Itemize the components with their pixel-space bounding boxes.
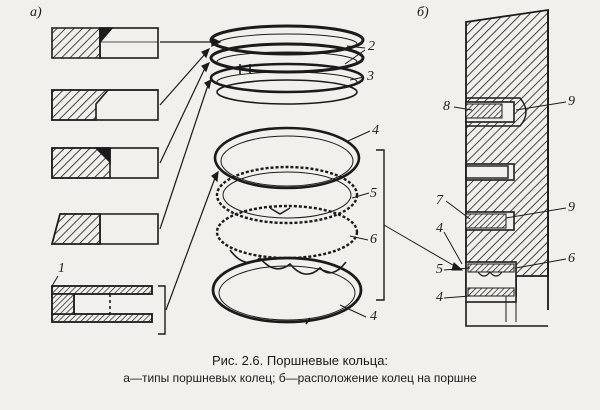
ring-type-profiles — [50, 27, 166, 335]
panel-b-label: б) — [417, 5, 429, 20]
callout-ring-type-1: 1 — [58, 261, 65, 276]
callout-piston-9-mid: 9 — [568, 200, 575, 215]
callout-ring-4-top: 4 — [372, 123, 379, 138]
ring-profile-stepped — [51, 147, 159, 179]
callout-ring-4-bottom: 4 — [370, 309, 377, 324]
ring-profile-keystone — [50, 213, 159, 245]
piston-section — [465, 8, 549, 327]
callout-piston-9-top: 9 — [568, 94, 575, 109]
figure-caption-legend: а—типы поршневых колец; б—расположение к… — [123, 371, 477, 385]
callout-ring-2: 2 — [368, 39, 375, 54]
callout-ring-3: 3 — [367, 69, 374, 84]
ring-leaders — [339, 45, 464, 318]
callout-piston-6: 6 — [568, 251, 575, 266]
callout-expander-6: 6 — [370, 232, 377, 247]
callout-piston-5: 5 — [436, 262, 443, 277]
ring-stack — [209, 24, 365, 325]
callout-piston-7: 7 — [436, 193, 443, 208]
profile-arrows — [159, 37, 222, 311]
panel-a-label: а) — [30, 5, 42, 20]
ring-profile-scraper — [51, 89, 159, 121]
callout-piston-8: 8 — [443, 99, 450, 114]
callout-piston-4-bottom: 4 — [436, 290, 443, 305]
ring-profile-taper — [51, 27, 159, 59]
ring-profile-oil — [51, 285, 153, 323]
callout-piston-4-top: 4 — [436, 221, 443, 236]
callout-expander-5: 5 — [370, 186, 377, 201]
figure-caption-title: Рис. 2.6. Поршневые кольца: — [211, 353, 389, 368]
piston-leaders — [443, 101, 567, 299]
